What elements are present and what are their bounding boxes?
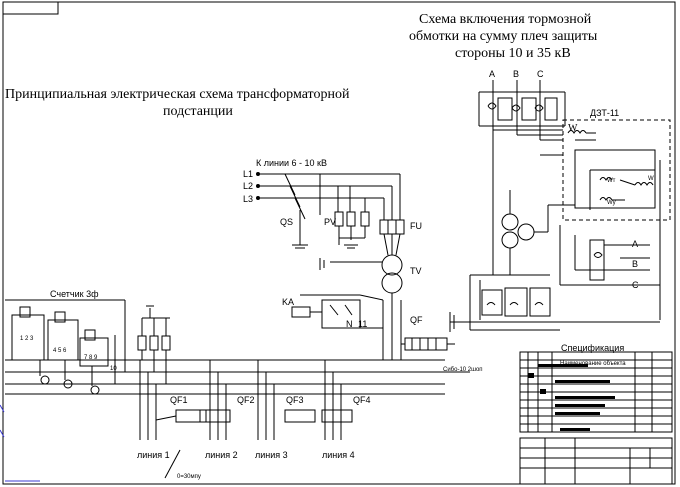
wy-label: Wу bbox=[607, 200, 616, 206]
phase-a-label: A bbox=[489, 69, 496, 79]
qf1-breaker bbox=[175, 409, 207, 423]
out-c-label: C bbox=[632, 280, 639, 290]
qf-label: QF bbox=[410, 315, 423, 325]
tv-transformer-upper bbox=[381, 254, 403, 276]
tv-transformer-lower bbox=[381, 272, 403, 294]
qf-breaker bbox=[404, 337, 448, 351]
counter-nums-b: 4 5 6 bbox=[53, 348, 67, 354]
qf2-breaker bbox=[199, 409, 231, 423]
n11-label: 11 bbox=[358, 319, 368, 329]
qf1-label: QF1 bbox=[170, 395, 188, 405]
main-title-line1: Принципиальная электрическая схема транс… bbox=[5, 87, 350, 102]
qf4-label: QF4 bbox=[353, 395, 371, 405]
counter-nums-c: 7 8 9 bbox=[84, 355, 98, 361]
main-title-line2: подстанции bbox=[163, 104, 233, 119]
spec-row1: Наименование объекта bbox=[560, 361, 626, 367]
tv-label: TV bbox=[410, 266, 422, 276]
bottom-note: 0=30мпу bbox=[177, 474, 201, 480]
dzt-label: ДЗТ-11 bbox=[590, 108, 620, 118]
counter-nums-d: 10 bbox=[110, 366, 117, 372]
counter-block-3 bbox=[79, 337, 109, 367]
phase-b-label: B bbox=[513, 69, 520, 79]
right-title-line1: Схема включения тормозной bbox=[419, 12, 592, 27]
feeders bbox=[139, 360, 353, 479]
braking-winding-scheme bbox=[449, 80, 671, 332]
ct-star-circle bbox=[501, 213, 519, 231]
out-a-label: A bbox=[632, 239, 639, 249]
counter-nums-a: 1 2 3 bbox=[20, 336, 34, 342]
line3-label: линия 3 bbox=[255, 450, 288, 460]
qf3-breaker bbox=[284, 409, 316, 423]
qf3-label: QF3 bbox=[286, 395, 304, 405]
wt-label: Wт bbox=[607, 178, 616, 184]
counter-block-1 bbox=[11, 314, 45, 361]
l2-label: L2 bbox=[243, 181, 254, 191]
counter-block-2 bbox=[47, 319, 79, 361]
spec-title: Спецификация bbox=[561, 343, 625, 353]
fu-label: FU bbox=[410, 221, 422, 231]
right-title-line2: обмотки на сумму плеч защиты bbox=[409, 29, 598, 44]
counter-section bbox=[5, 299, 171, 395]
input-line-section bbox=[256, 172, 455, 360]
ka-relay-coil bbox=[291, 306, 311, 318]
l1-label: L1 bbox=[243, 169, 254, 179]
w-right-label: W bbox=[648, 176, 654, 182]
specification-table bbox=[519, 351, 673, 485]
bus-small-label: Сибо-10 2шоп bbox=[443, 367, 483, 373]
ka-label: KA bbox=[282, 297, 295, 307]
lines-title: К линии 6 - 10 кВ bbox=[256, 158, 328, 168]
line2-label: линия 2 bbox=[205, 450, 238, 460]
main-busbars bbox=[5, 359, 445, 395]
qf2-label: QF2 bbox=[237, 395, 255, 405]
counter-label: Счетчик 3ф bbox=[50, 289, 99, 299]
pv-label: PV bbox=[324, 217, 337, 227]
phase-c-label: C bbox=[537, 69, 544, 79]
corner-stamp bbox=[2, 1, 59, 15]
line1-label: линия 1 bbox=[137, 450, 170, 460]
l3-label: L3 bbox=[243, 194, 254, 204]
dzt-relay-box bbox=[562, 119, 671, 221]
qf4-breaker bbox=[321, 409, 353, 423]
right-title-line3: стороны 10 и 35 кВ bbox=[455, 46, 571, 61]
line4-label: линия 4 bbox=[322, 450, 355, 460]
qs-label: QS bbox=[280, 217, 294, 227]
n-label: N bbox=[346, 319, 353, 329]
out-b-label: B bbox=[632, 259, 639, 269]
w-coil-label: W bbox=[568, 123, 578, 134]
